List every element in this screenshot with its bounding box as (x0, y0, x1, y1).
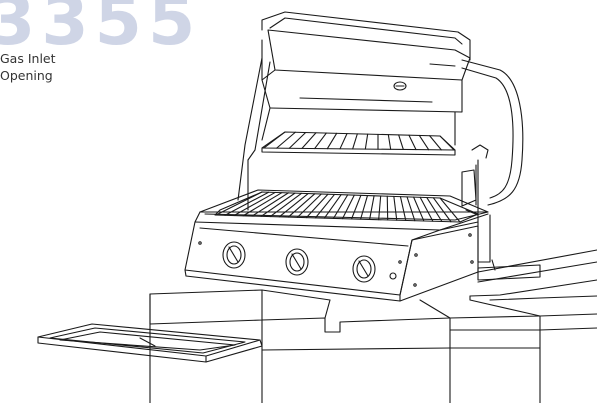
grill-hood (237, 11, 524, 207)
grate-bar (233, 191, 276, 217)
grate-bar (432, 197, 452, 223)
knob-center (285, 248, 309, 276)
rack-bar (339, 133, 348, 150)
drip-tray (37, 323, 263, 363)
knob-right (352, 255, 376, 283)
island-countertop (149, 249, 597, 403)
grate-bar (224, 191, 270, 216)
grate-bar (305, 193, 329, 219)
grill-body (184, 159, 491, 302)
rack-bar (326, 132, 338, 150)
rack-bar (439, 135, 455, 151)
callout-line-2: Opening (0, 68, 53, 83)
rack-bar (418, 134, 430, 151)
rack-bar (398, 134, 404, 151)
grate-bar (278, 193, 309, 218)
grate-bar (413, 196, 425, 222)
grate-bar (251, 192, 289, 217)
rack-bar (387, 134, 392, 150)
grate-bar (242, 192, 283, 217)
grate-bar (314, 193, 336, 219)
grate-bar (341, 194, 355, 220)
control-knobs (222, 241, 376, 283)
grate-bar (287, 193, 316, 218)
grate-bar (360, 195, 369, 220)
rack-bar (263, 131, 286, 149)
grate-bar (296, 193, 322, 218)
grate-bar (351, 194, 362, 220)
grate-bar (260, 192, 296, 217)
grate-bar (399, 196, 407, 221)
grate-bar (426, 197, 443, 223)
grate-bar (369, 195, 375, 220)
cooking-grate (214, 191, 479, 223)
watermark-text: 3355 (0, 0, 201, 61)
rack-bar (429, 135, 442, 151)
rack-bar (276, 131, 296, 149)
grate-bar (439, 197, 461, 223)
grate-bar (393, 195, 398, 221)
knob-left (222, 241, 246, 269)
rack-bar (288, 131, 307, 149)
rack-bar (314, 132, 327, 150)
grate-bar (419, 196, 434, 222)
grate-bar (215, 191, 263, 216)
rack-bar (364, 133, 369, 150)
grate-bar (269, 192, 303, 218)
rack-bar (408, 134, 417, 151)
callout-line-1: Gas Inlet (0, 51, 56, 66)
rack-bar (352, 133, 358, 150)
gas-inlet-callout: Gas Inlet Opening (0, 50, 56, 84)
grate-bar (406, 196, 416, 222)
grate-bar (378, 195, 382, 221)
warming-rack (261, 97, 456, 156)
grate-bar (332, 194, 349, 219)
grate-bar (323, 194, 342, 219)
side-rail (477, 259, 541, 281)
rack-bar (301, 132, 317, 149)
